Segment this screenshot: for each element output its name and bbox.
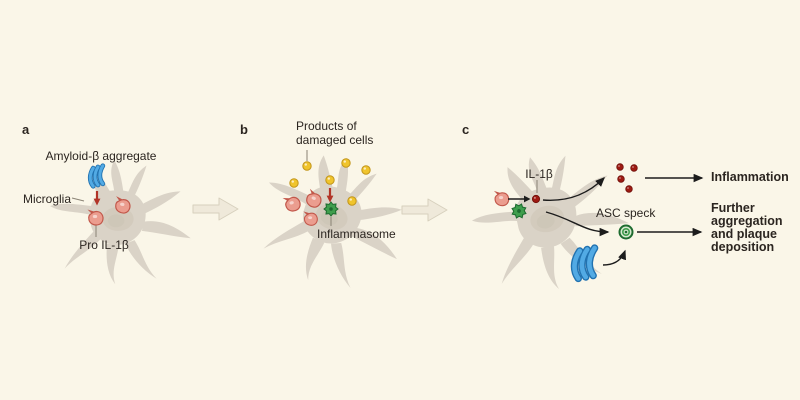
pro-il1b-label: Pro IL-1β	[79, 238, 129, 252]
uptake-arrow-b	[326, 188, 334, 203]
panel-a-letter: a	[22, 122, 30, 137]
damaged-products-label: Products of damaged cells	[296, 119, 374, 147]
aggregation-label: Further aggregation and plaque depositio…	[711, 201, 783, 254]
damaged-cell-product-dot	[289, 178, 299, 188]
pro-il1b-vesicle	[493, 190, 510, 207]
asc-speck-label: ASC speck	[596, 206, 656, 220]
il1b-molecule-dot	[617, 175, 625, 183]
microglia-label: Microglia	[22, 192, 71, 206]
amyloid-to-speck-arrow	[602, 249, 626, 266]
cleavage-arrow	[508, 195, 531, 203]
inflammasome-icon	[323, 201, 339, 217]
microglia-cell-a	[49, 160, 191, 285]
release-arrow-il1b	[542, 177, 605, 201]
damaged-cell-product-dot	[361, 165, 371, 175]
damaged-cell-product-dot	[302, 161, 312, 171]
amyloid-aggregate-label: Amyloid-β aggregate	[45, 149, 157, 163]
flow-arrows	[542, 173, 704, 266]
release-arrow-asc	[545, 211, 610, 237]
asc-speck-icon	[618, 224, 634, 240]
microglia-cell-c	[461, 139, 640, 304]
damaged-cell-product-dot	[341, 158, 351, 168]
damaged-cell-product-dot	[325, 175, 335, 185]
damaged-cell-product-dot	[347, 196, 357, 206]
panel-b-letter: b	[240, 122, 248, 137]
panel-transition-arrow-2	[401, 198, 448, 222]
inflammation-label: Inflammation	[711, 170, 789, 184]
panel-transition-arrow-1	[192, 197, 239, 221]
microglia-pointer-line	[71, 197, 85, 202]
il1b-molecule-dot	[616, 163, 624, 171]
il1b-molecule-dot	[630, 164, 638, 172]
il1b-molecule-dot	[625, 185, 633, 193]
microglia-cell-b	[244, 137, 422, 305]
uptake-arrow-a	[93, 191, 101, 206]
amyloid-aggregate-icon-c	[574, 247, 595, 279]
panel-c-letter: c	[462, 122, 470, 137]
amyloid-aggregate-icon-a	[90, 166, 103, 186]
il1b-label: IL-1β	[525, 167, 553, 181]
il1b-molecule-dot	[531, 194, 541, 204]
inflammasome-label: Inflammasome	[317, 227, 396, 241]
